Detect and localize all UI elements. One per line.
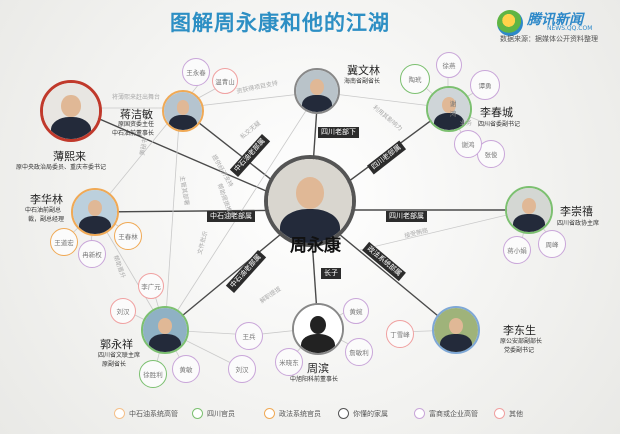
portrait-image	[43, 83, 99, 139]
brand-name: 腾讯新闻	[527, 12, 583, 28]
associate-node[interactable]: 王春林	[114, 222, 142, 250]
tencent-news-icon	[497, 10, 523, 36]
legend-swatch	[192, 408, 203, 419]
associate-node[interactable]: 谭勇	[470, 70, 500, 100]
legend-swatch	[338, 408, 349, 419]
associate-node[interactable]: 米晓东	[275, 348, 303, 376]
person-desc: 原中央政治局委员、重庆市委书记	[16, 164, 107, 171]
legend-swatch	[414, 408, 425, 419]
legend-label: 富商或企业高管	[429, 410, 478, 418]
person-lichuncheng[interactable]	[426, 86, 472, 132]
center-person-name: 周永康	[290, 236, 341, 256]
portrait-image	[428, 88, 470, 130]
person-name: 李崇禧	[560, 205, 593, 218]
relation-note: 将薄熙来赶出舞台	[112, 94, 161, 101]
associate-node[interactable]: 刘汉	[228, 355, 256, 383]
person-name: 薄熙来	[53, 150, 86, 163]
relation-tag: 中石油老部属	[207, 211, 255, 222]
legend-swatch	[494, 408, 505, 419]
person-name: 李春城	[480, 106, 513, 119]
person-desc: 中石油前副总	[25, 207, 62, 214]
person-jiwenlin[interactable]	[294, 68, 340, 114]
person-jiangjiemin[interactable]	[162, 90, 204, 132]
person-lidongsheng[interactable]	[432, 306, 480, 354]
associate-node[interactable]: 王永春	[182, 58, 210, 86]
person-guoyongxiang[interactable]	[141, 306, 189, 354]
portrait-image	[73, 190, 117, 234]
legend-swatch	[114, 408, 125, 419]
person-desc: 四川省政协主席	[557, 220, 600, 227]
legend-label: 其他	[509, 410, 523, 418]
center-person-photo[interactable]	[264, 155, 356, 247]
legend-label: 你懂的家属	[353, 410, 388, 418]
associate-node[interactable]: 詹敏利	[345, 338, 373, 366]
associate-node[interactable]: 刘汉	[110, 298, 136, 324]
associate-node[interactable]: 周峰	[538, 230, 566, 258]
person-desc: 原副省长	[102, 361, 127, 368]
portrait-image	[296, 70, 338, 112]
data-source: 数据来源：据媒体公开资料整理	[500, 35, 598, 43]
person-boxilai[interactable]	[40, 80, 102, 142]
legend-swatch	[264, 408, 275, 419]
person-desc: 原国资委主任	[118, 121, 155, 128]
portrait-image	[164, 92, 202, 130]
person-name: 蒋洁敏	[120, 108, 153, 121]
person-desc: 裁，副总经理	[28, 216, 65, 223]
person-desc: 海南省副省长	[344, 78, 381, 85]
person-desc: 原公安部副部长	[500, 338, 543, 345]
relation-note: 业务	[460, 120, 473, 127]
portrait-image	[143, 308, 187, 352]
relation-tag: 四川老部属	[386, 211, 427, 222]
associate-node[interactable]: 冉新权	[78, 240, 106, 268]
associate-node[interactable]: 王兵	[235, 322, 263, 350]
portrait-image	[434, 308, 478, 352]
associate-node[interactable]: 黄婉	[343, 298, 369, 324]
relation-tag: 长子	[321, 268, 341, 279]
person-zhoubin[interactable]	[292, 303, 344, 355]
person-desc: 中石油前董事长	[112, 130, 155, 137]
associate-node[interactable]: 李广元	[138, 273, 164, 299]
associate-node[interactable]: 黄敏	[172, 355, 200, 383]
associate-node[interactable]: 陶玳	[400, 64, 430, 94]
person-desc: 四川省文联主席	[98, 352, 141, 359]
associate-node[interactable]: 徐胜利	[139, 360, 167, 388]
person-name: 冀文林	[347, 64, 380, 77]
person-desc: 中旭阳科前董事长	[290, 376, 339, 383]
person-desc: 四川省委副书记	[478, 121, 521, 128]
legend: 中石油系统高管 四川官员 政法系统官员 你懂的家属 富商或企业高管 其他	[0, 405, 620, 423]
associate-node[interactable]: 徐燕	[436, 52, 462, 78]
associate-node[interactable]: 谢鸿	[454, 130, 482, 158]
person-name: 郭永祥	[100, 338, 133, 351]
relation-tag: 四川老部下	[318, 127, 359, 138]
legend-label: 政法系统官员	[279, 410, 321, 418]
person-desc: 党委副书记	[504, 347, 535, 354]
brand-logo: 腾讯新闻 NEWS.QQ.COM	[497, 8, 617, 48]
person-name: 周滨	[307, 362, 329, 375]
associate-node[interactable]: 蒋小娟	[503, 236, 531, 264]
associate-node[interactable]: 王道宏	[50, 228, 78, 256]
page-title: 图解周永康和他的江湖	[170, 11, 390, 35]
person-lichongxi[interactable]	[505, 186, 553, 234]
person-name: 李东生	[503, 324, 536, 337]
brand-url: NEWS.QQ.COM	[547, 25, 593, 32]
legend-label: 四川官员	[207, 410, 235, 418]
associate-node[interactable]: 丁雪峰	[386, 320, 414, 348]
legend-label: 中石油系统高管	[129, 410, 178, 418]
portrait-image	[507, 188, 551, 232]
person-name: 李华林	[30, 193, 63, 206]
silhouette-image	[294, 305, 342, 353]
associate-node[interactable]: 温青山	[212, 68, 238, 94]
portrait-image	[268, 159, 352, 243]
person-lihualin[interactable]	[71, 188, 119, 236]
